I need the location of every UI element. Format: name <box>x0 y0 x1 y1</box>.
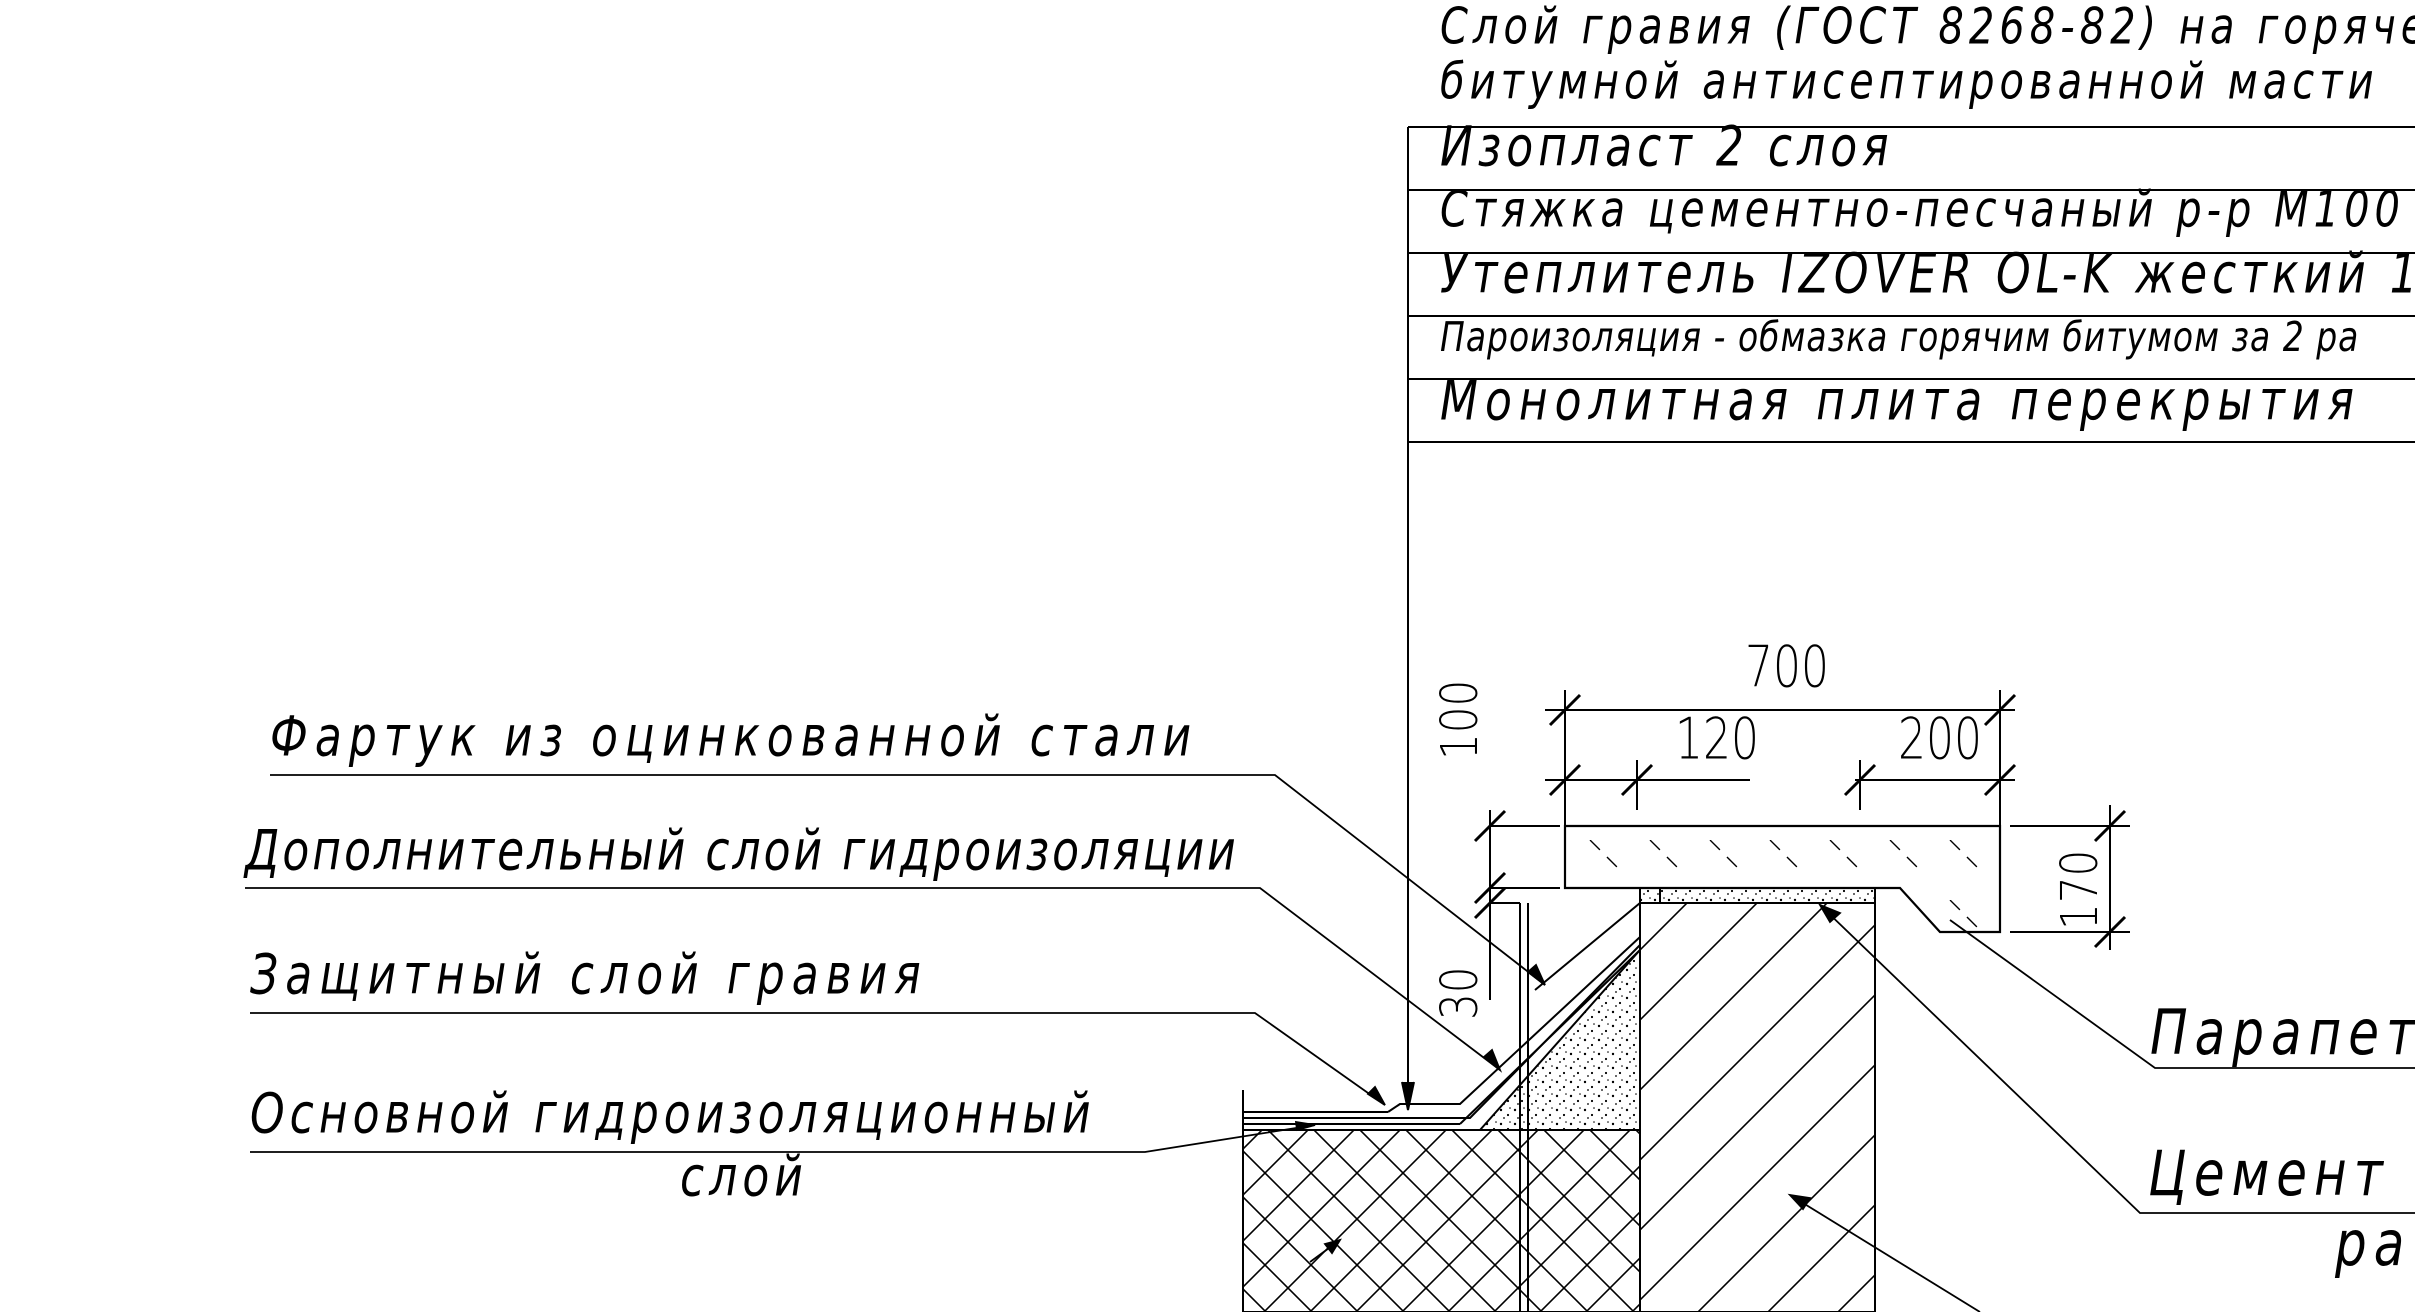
parapet-wall <box>1519 887 1876 1312</box>
extra-waterproofing-label: Дополнительный слой гидроизоляции <box>245 819 1239 883</box>
layer-1-line2: битумной антисептированной масти <box>1440 53 2379 112</box>
dim-170: 170 <box>2050 849 2109 930</box>
dim-30: 30 <box>1430 966 1489 1020</box>
main-waterproofing-label-line1: Основной гидроизоляционный <box>250 1082 1096 1146</box>
gravel-protection-label: Защитный слой гравия <box>250 943 928 1007</box>
parapet-label: Парапет <box>2150 996 2415 1070</box>
callout-leaders <box>245 774 2415 1312</box>
cement-fillet <box>1477 947 1641 1131</box>
layer-2: Изопласт 2 слоя <box>1440 115 1894 179</box>
layer-6: Монолитная плита перекрытия <box>1440 369 2361 433</box>
dim-120: 120 <box>1675 706 1759 773</box>
dimension-lines <box>1473 690 2130 1000</box>
apron-flashing <box>1534 888 1661 991</box>
dim-100: 100 <box>1430 679 1489 760</box>
layer-5: Пароизоляция - обмазка горячим битумом з… <box>1440 312 2360 361</box>
cement-label-line1: Цемент <box>2148 1137 2390 1211</box>
roof-layers <box>1243 936 1641 1131</box>
main-waterproofing-label-line2: слой <box>680 1145 808 1209</box>
layer-4: Утеплитель IZOVER OL-K жесткий 1 <box>1440 242 2415 306</box>
cement-label-line2: ра <box>2335 1207 2412 1281</box>
dim-700: 700 <box>1745 634 1829 701</box>
layer-table <box>1401 126 2415 1111</box>
apron-label: Фартук из оцинкованной стали <box>270 705 1199 769</box>
layer-3: Стяжка цементно-песчаный р-р М100 <box>1440 181 2405 240</box>
layer-1-line1: Слой гравия (ГОСТ 8268-82) на горяче <box>1440 0 2415 56</box>
dim-200: 200 <box>1898 706 1982 773</box>
